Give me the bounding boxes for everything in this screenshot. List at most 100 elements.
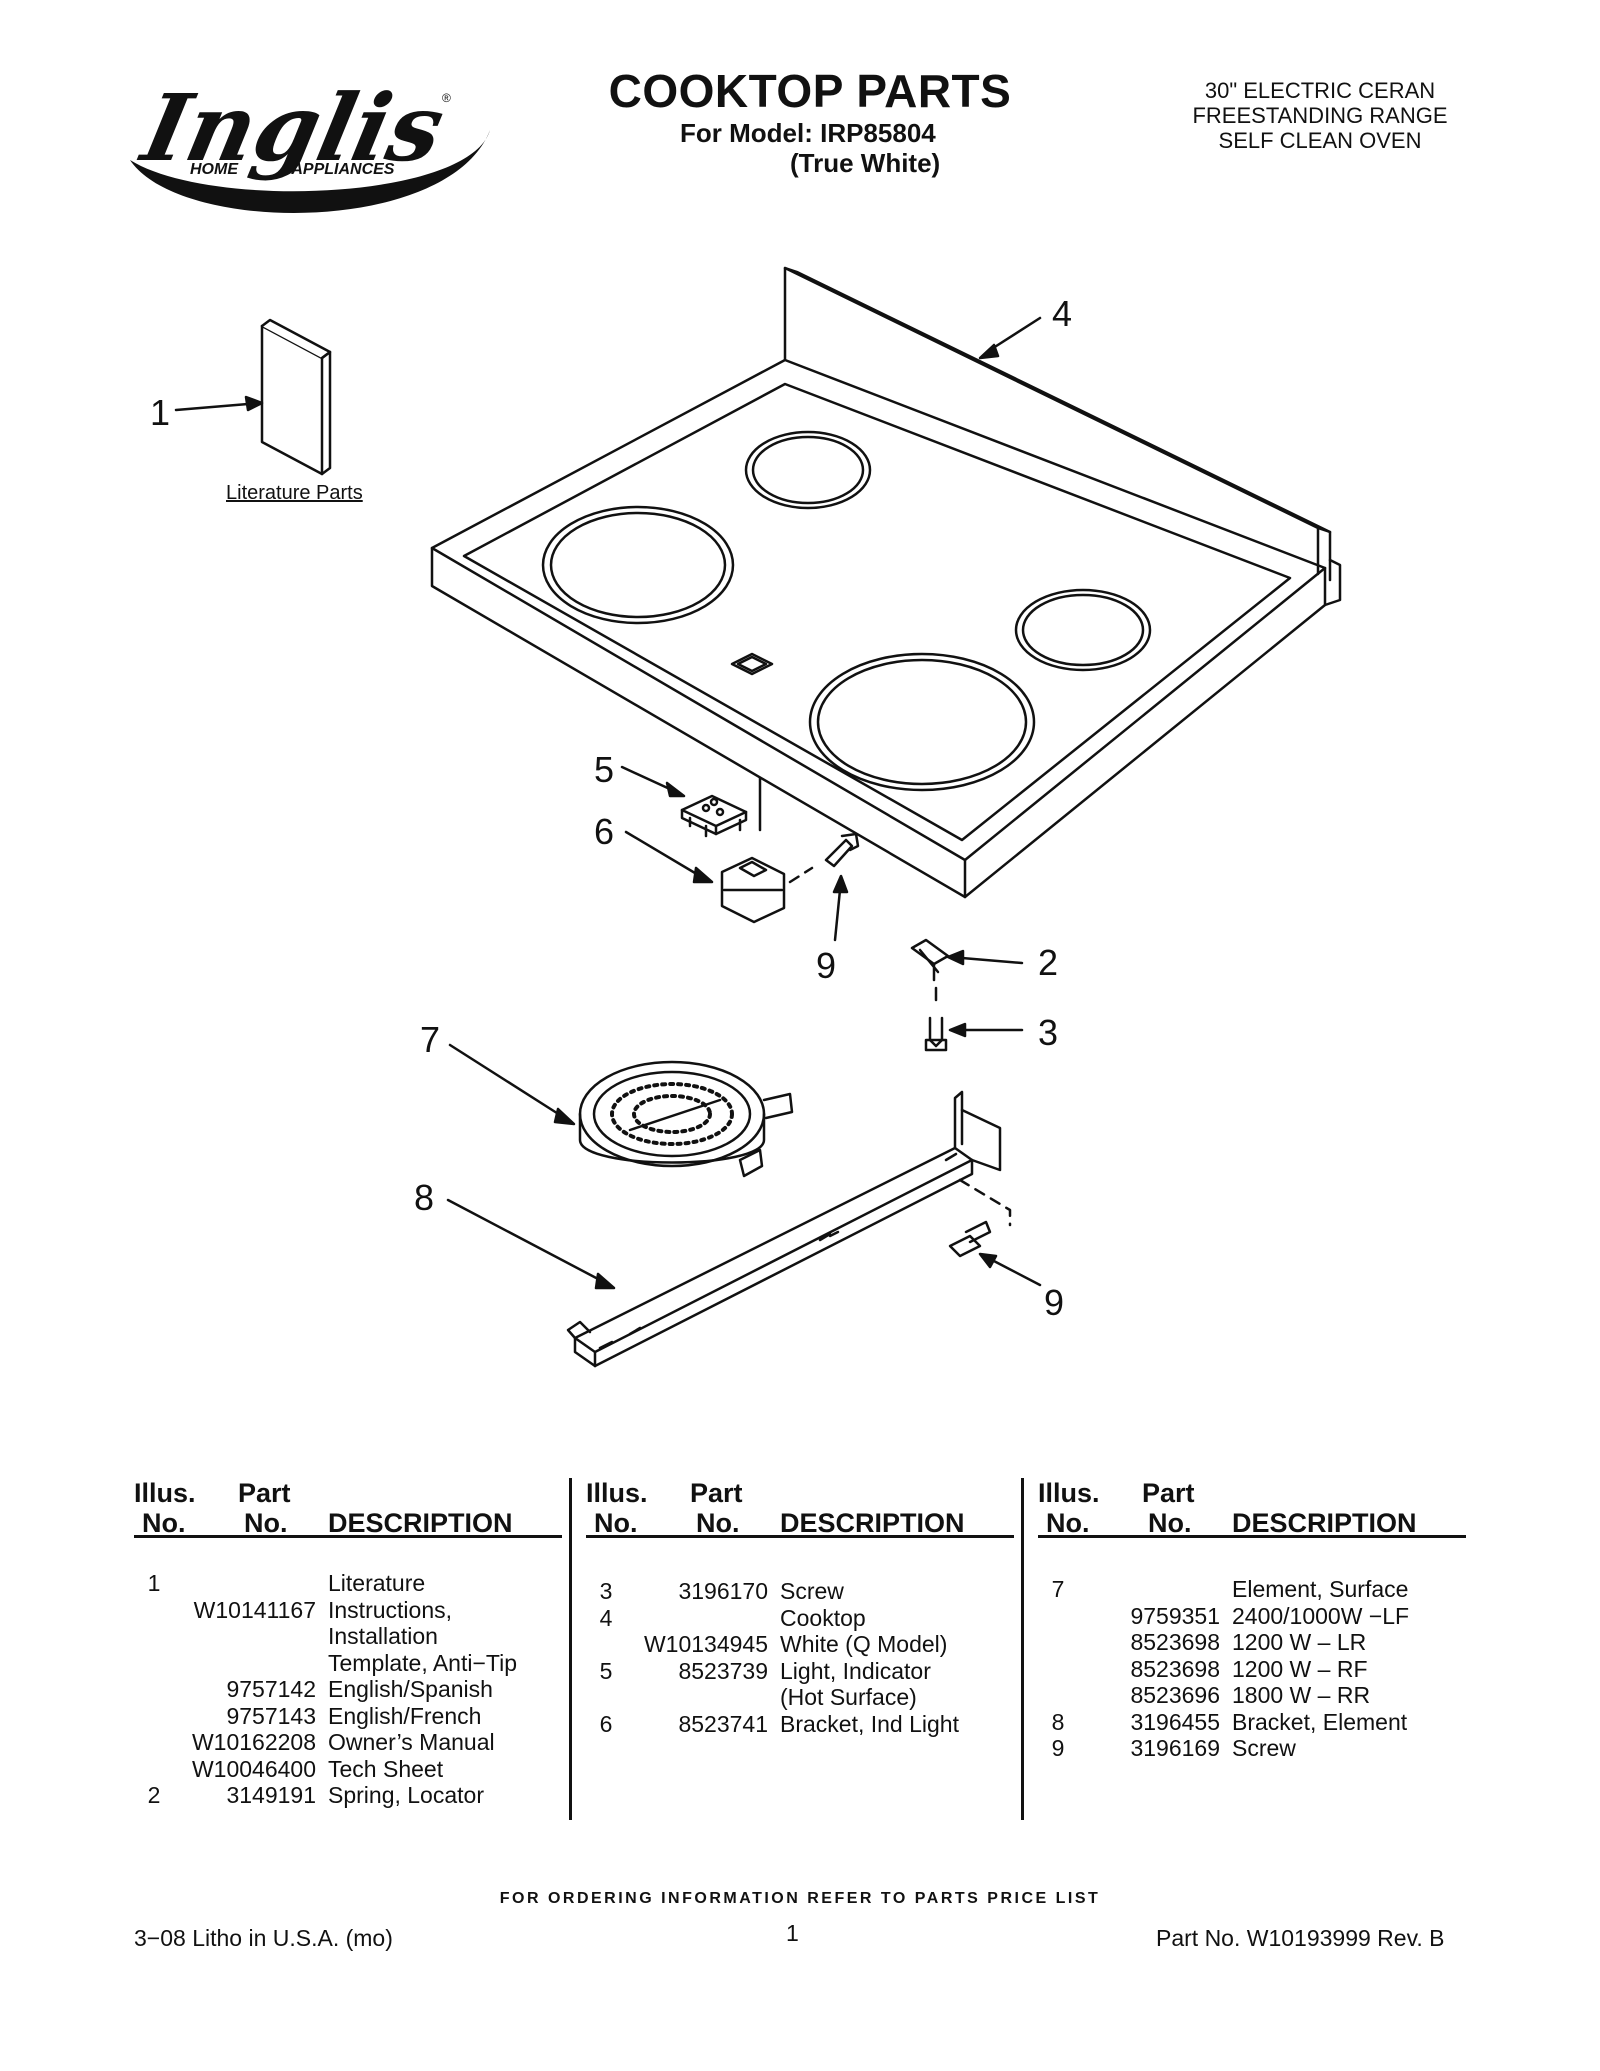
part-number: 3196170 <box>678 1578 768 1604</box>
part-description: Screw <box>1232 1735 1296 1761</box>
part-description: Screw <box>780 1578 844 1604</box>
illus-number: 1 <box>147 1570 161 1596</box>
header-rule <box>1038 1535 1466 1538</box>
part-number: 3149191 <box>226 1782 316 1808</box>
part-number: 8523698 <box>1130 1629 1220 1655</box>
literature-booklet <box>260 318 332 476</box>
page-number: 1 <box>786 1920 799 1946</box>
part-number: 3196169 <box>1130 1735 1220 1761</box>
illus-number: 5 <box>599 1657 613 1684</box>
illus-number: 4 <box>599 1604 613 1631</box>
callout-4: 4 <box>1052 293 1072 334</box>
spec-line: SELF CLEAN OVEN <box>1218 128 1422 153</box>
part-description: Element, Surface <box>1232 1576 1409 1602</box>
part-description: Template, Anti−Tip <box>328 1649 517 1676</box>
header-illus-no: No. <box>142 1508 186 1538</box>
callout-9-top: 9 <box>816 945 836 986</box>
part-number: 8523696 <box>1130 1682 1220 1708</box>
column-divider <box>1021 1478 1024 1820</box>
part-number: W10162208 <box>191 1729 316 1755</box>
part-number: W10134945 <box>643 1631 768 1657</box>
exploded-diagram: 1 4 5 6 9 2 3 7 8 9 <box>150 266 1342 1368</box>
part-description: (Hot Surface) <box>780 1684 917 1710</box>
ordering-note: FOR ORDERING INFORMATION REFER TO PARTS … <box>499 1890 1101 1907</box>
part-description: Bracket, Ind Light <box>780 1710 959 1737</box>
part-number: W10046400 <box>191 1755 316 1782</box>
header-illus-no: No. <box>594 1508 638 1538</box>
header-part-no: No. <box>244 1508 288 1538</box>
model-line: For Model: IRP85804 <box>680 118 936 148</box>
part-number: W10141167 <box>193 1596 316 1623</box>
indicator-light <box>680 776 762 838</box>
spec-line: 30" ELECTRIC CERAN <box>1204 78 1436 103</box>
part-description: 1200 W – RF <box>1232 1655 1368 1682</box>
part-description: 1200 W – LR <box>1232 1629 1367 1655</box>
column-divider <box>569 1478 572 1820</box>
document-part-number: Part No. W10193999 Rev. B <box>1156 1925 1445 1951</box>
illus-number: 8 <box>1051 1708 1065 1735</box>
header-illus: Illus. <box>134 1478 196 1508</box>
cooktop <box>430 266 1342 899</box>
header-rule <box>134 1535 562 1538</box>
part-description: 2400/1000W −LF <box>1232 1602 1410 1629</box>
element-bracket <box>566 1090 1012 1368</box>
product-spec: 30" ELECTRIC CERAN FREESTANDING RANGE SE… <box>1160 78 1480 153</box>
illus-number: 3 <box>599 1578 613 1604</box>
header-illus: Illus. <box>1038 1478 1100 1508</box>
header-part: Part <box>238 1478 291 1508</box>
part-number: 8523739 <box>678 1657 768 1684</box>
illus-number: 7 <box>1051 1576 1065 1602</box>
spring-locator <box>910 938 950 1002</box>
screw-top <box>824 832 860 868</box>
screw-locator <box>924 1016 948 1052</box>
header-description: DESCRIPTION <box>328 1508 513 1538</box>
header-description: DESCRIPTION <box>1232 1508 1417 1538</box>
illus-number: 9 <box>1051 1735 1065 1761</box>
callout-8: 8 <box>414 1177 434 1218</box>
parts-table-col-1: Illus. No. Part No. DESCRIPTION 1 Literat… <box>134 1478 566 1818</box>
part-description: Bracket, Element <box>1232 1708 1408 1735</box>
callout-5: 5 <box>594 749 614 790</box>
part-description: Literature <box>328 1570 426 1596</box>
brand-logo: Inglis ® HOME APPLIANCES <box>120 60 500 220</box>
callout-2: 2 <box>1038 942 1058 983</box>
callout-1: 1 <box>150 392 170 433</box>
part-description: Owner’s Manual <box>328 1729 495 1755</box>
litho-note: 3−08 Litho in U.S.A. (mo) <box>134 1925 393 1951</box>
page-title: COOKTOP PARTS <box>608 65 1012 117</box>
part-number: 9757143 <box>226 1702 316 1729</box>
callout-6: 6 <box>594 811 614 852</box>
part-description: Instructions, <box>328 1596 452 1623</box>
header-description: DESCRIPTION <box>780 1508 965 1538</box>
part-description: Cooktop <box>780 1604 866 1631</box>
brand-name: Inglis <box>131 74 453 182</box>
callout-7: 7 <box>420 1019 440 1060</box>
part-description: Spring, Locator <box>328 1782 484 1808</box>
header-rule <box>586 1535 1014 1538</box>
part-description: English/French <box>328 1702 482 1729</box>
surface-element <box>578 1060 794 1178</box>
header-part: Part <box>690 1478 743 1508</box>
part-number: 8523741 <box>678 1710 768 1737</box>
indicator-bracket <box>720 856 814 924</box>
part-description: Installation <box>328 1623 438 1649</box>
callout-3: 3 <box>1038 1012 1058 1053</box>
illus-number: 2 <box>147 1782 161 1808</box>
part-description: Tech Sheet <box>328 1755 444 1782</box>
color-line: (True White) <box>790 148 941 178</box>
callout-9-bottom: 9 <box>1044 1282 1064 1323</box>
spec-line: FREESTANDING RANGE <box>1192 103 1448 128</box>
part-number: 9757142 <box>226 1676 316 1702</box>
part-description: White (Q Model) <box>780 1631 948 1657</box>
screw-bottom <box>948 1220 992 1258</box>
header-part-no: No. <box>1148 1508 1192 1538</box>
illus-number: 6 <box>599 1710 613 1737</box>
header-part: Part <box>1142 1478 1195 1508</box>
literature-caption: Literature Parts <box>226 482 363 504</box>
part-description: Light, Indicator <box>780 1657 931 1684</box>
part-number: 8523698 <box>1130 1655 1220 1682</box>
part-description: 1800 W – RR <box>1232 1682 1371 1708</box>
part-number: 9759351 <box>1130 1602 1220 1629</box>
